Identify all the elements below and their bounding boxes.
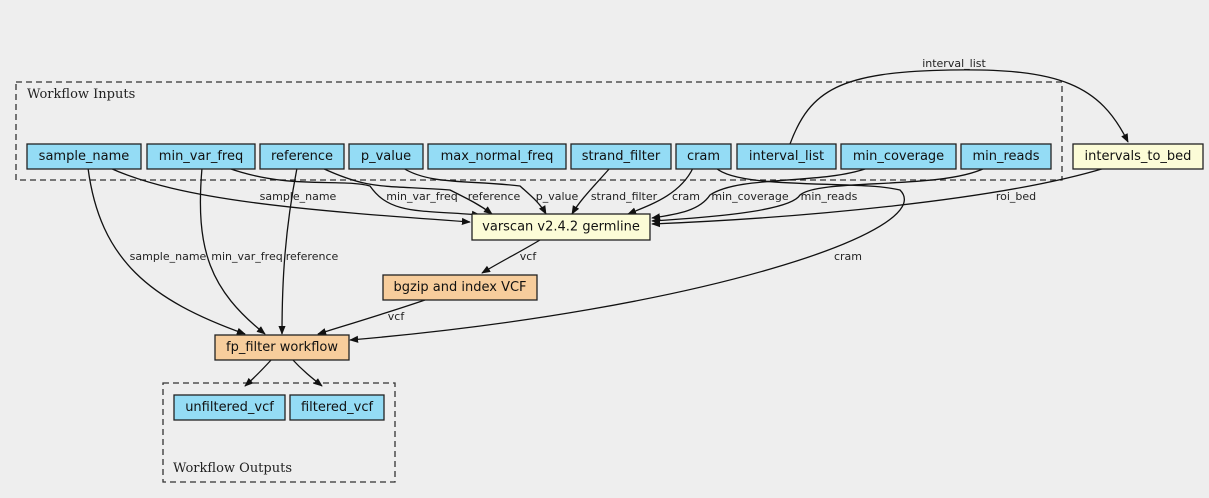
edge-reference-fp_filter: reference: [278, 167, 339, 335]
edge-label: p_value: [536, 190, 579, 203]
edge-label: min_var_freq: [211, 250, 282, 263]
edge-label: reference: [286, 250, 339, 263]
svg-text:filtered_vcf: filtered_vcf: [301, 400, 374, 415]
edge-fp_filter-filtered_vcf: [291, 358, 323, 387]
edge-label: strand_filter: [591, 190, 658, 203]
edge-min_var_freq-varscan: min_var_freq: [227, 167, 481, 218]
edge-label: vcf: [520, 250, 538, 263]
edge-reference-varscan: reference: [321, 167, 521, 215]
edge-varscan-bgzip: vcf: [481, 239, 541, 274]
edge-label: min_var_freq: [386, 190, 457, 203]
edge-min_var_freq-fp_filter: min_var_freq: [199, 167, 283, 335]
edge-cram-varscan: cram: [627, 167, 700, 215]
svg-text:cram: cram: [687, 149, 720, 164]
svg-text:min_reads: min_reads: [972, 149, 1039, 164]
edge-bgzip-fp_filter: vcf: [317, 299, 426, 336]
svg-text:max_normal_freq: max_normal_freq: [441, 149, 554, 164]
edge-interval_list-intervals_to_bed: interval_list: [789, 57, 1129, 145]
svg-text:min_coverage: min_coverage: [853, 149, 944, 164]
step-node-varscan[interactable]: varscan v2.4.2 germline: [471, 213, 651, 241]
edge-intervals_to_bed-varscan: roi_bed: [651, 167, 1106, 228]
svg-text:reference: reference: [271, 149, 333, 164]
step-node-intervals_to_bed[interactable]: intervals_to_bed: [1072, 143, 1204, 170]
input-node-min_coverage[interactable]: min_coverage: [840, 143, 957, 170]
svg-text:strand_filter: strand_filter: [582, 149, 661, 164]
input-node-max_normal_freq[interactable]: max_normal_freq: [427, 143, 567, 170]
output-node-filtered_vcf[interactable]: filtered_vcf: [289, 394, 385, 421]
svg-text:min_var_freq: min_var_freq: [159, 149, 243, 164]
edge-label: vcf: [388, 310, 406, 323]
input-node-sample_name[interactable]: sample_name: [26, 143, 142, 170]
input-node-interval_list[interactable]: interval_list: [736, 143, 837, 170]
edge-sample_name-varscan: sample_name: [109, 167, 471, 226]
edge-label: reference: [468, 190, 521, 203]
svg-text:unfiltered_vcf: unfiltered_vcf: [185, 400, 274, 415]
edge-label: interval_list: [922, 57, 986, 70]
svg-text:p_value: p_value: [361, 149, 411, 164]
workflow-outputs-cluster: Workflow Outputs: [162, 382, 396, 483]
svg-text:fp_filter workflow: fp_filter workflow: [226, 340, 338, 355]
edge-label: cram: [834, 250, 862, 263]
input-node-min_var_freq[interactable]: min_var_freq: [146, 143, 256, 170]
edge-label: min_reads: [801, 190, 858, 203]
input-node-strand_filter[interactable]: strand_filter: [570, 143, 672, 170]
workflow-outputs-label: Workflow Outputs: [173, 461, 292, 476]
edge-fp_filter-unfiltered_vcf: [244, 358, 273, 387]
svg-text:bgzip and index VCF: bgzip and index VCF: [393, 280, 526, 295]
svg-text:sample_name: sample_name: [39, 149, 130, 164]
input-node-reference[interactable]: reference: [259, 143, 345, 170]
edge-sample_name-fp_filter: sample_name: [87, 167, 246, 335]
edge-label: sample_name: [130, 250, 207, 263]
input-node-p_value[interactable]: p_value: [348, 143, 424, 170]
edge-label: min_coverage: [711, 190, 789, 203]
edge-label: roi_bed: [996, 190, 1036, 203]
edge-min_coverage-varscan: min_coverage: [651, 167, 869, 221]
edge-min_reads-varscan: min_reads: [651, 167, 986, 225]
input-node-min_reads[interactable]: min_reads: [960, 143, 1052, 170]
svg-text:intervals_to_bed: intervals_to_bed: [1085, 149, 1192, 164]
svg-text:varscan v2.4.2 germline: varscan v2.4.2 germline: [482, 220, 640, 235]
edge-strand_filter-varscan: strand_filter: [571, 167, 658, 215]
edge-label: sample_name: [260, 190, 337, 203]
edge-cram-fp_filter: cram: [349, 167, 905, 343]
step-node-bgzip[interactable]: bgzip and index VCF: [382, 274, 538, 301]
edge-p_value-varscan: p_value: [402, 167, 579, 215]
svg-text:interval_list: interval_list: [749, 149, 824, 164]
workflow-inputs-cluster: Workflow Inputs: [15, 81, 1063, 181]
input-node-cram[interactable]: cram: [675, 143, 732, 170]
step-node-fp_filter[interactable]: fp_filter workflow: [214, 334, 350, 361]
edge-label: cram: [672, 190, 700, 203]
output-node-unfiltered_vcf[interactable]: unfiltered_vcf: [173, 394, 286, 421]
workflow-inputs-label: Workflow Inputs: [27, 87, 135, 102]
